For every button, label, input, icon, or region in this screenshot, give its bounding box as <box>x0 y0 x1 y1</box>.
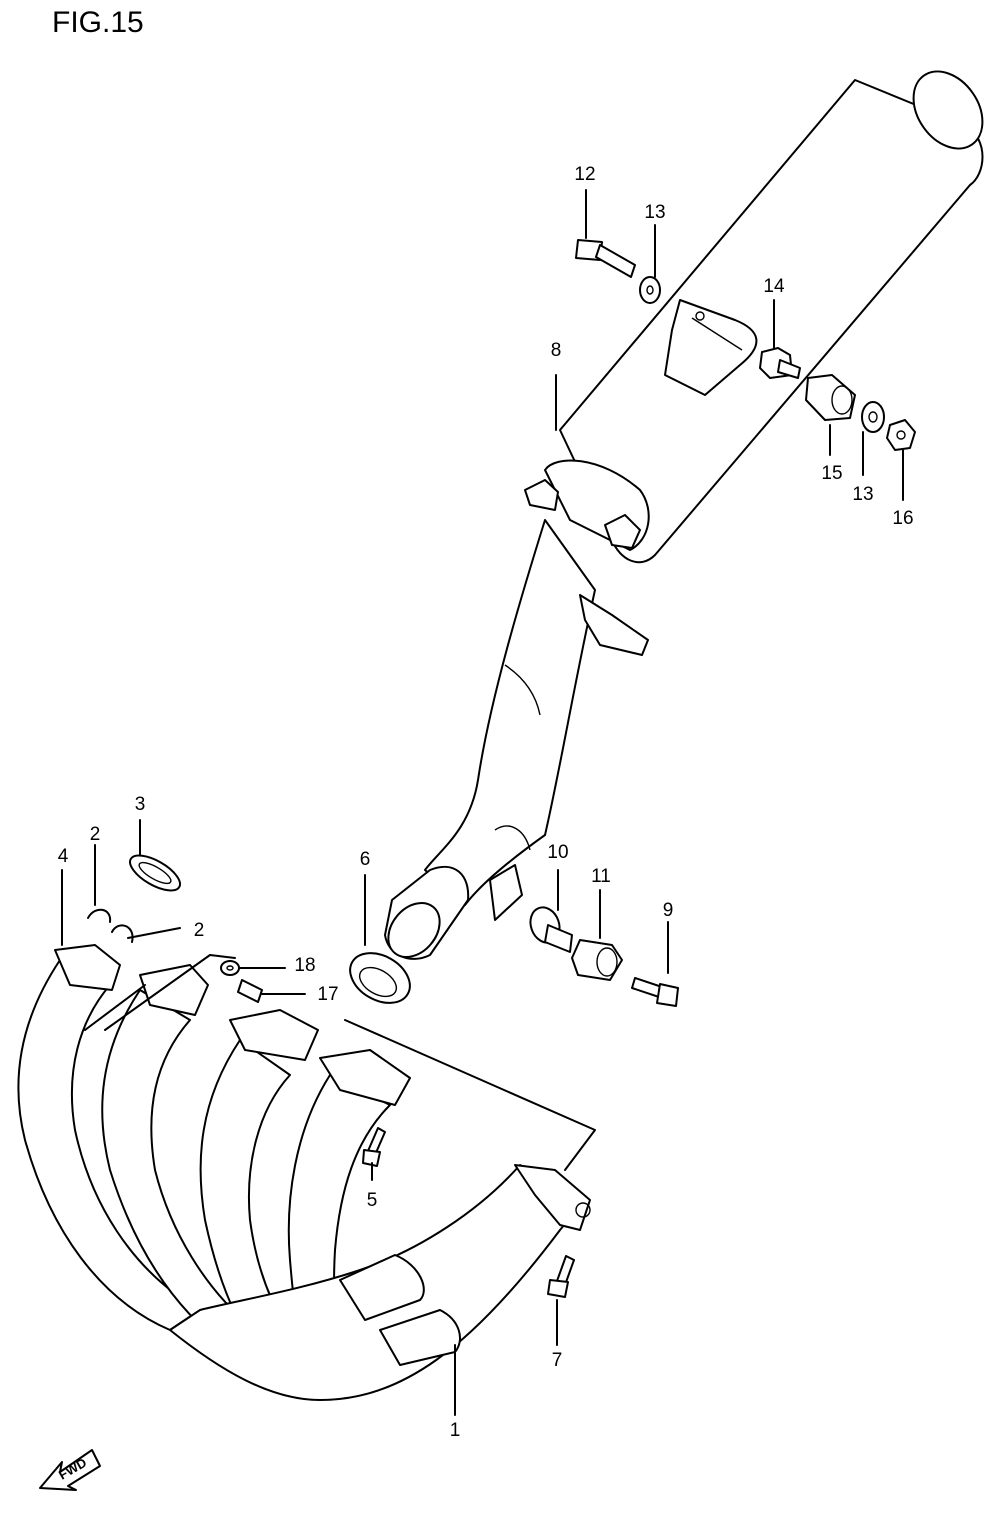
callout-9: 9 <box>663 900 674 921</box>
washer-13a[interactable] <box>639 276 661 304</box>
callout-14: 14 <box>763 276 785 297</box>
retainer-clip-2[interactable] <box>87 908 134 943</box>
callout-3: 3 <box>135 794 146 815</box>
fwd-arrow-badge: FWD <box>39 1449 101 1491</box>
bolt-17[interactable] <box>237 979 263 1003</box>
callout-4: 4 <box>58 846 69 867</box>
callout-13-upper: 13 <box>644 202 665 223</box>
muffler[interactable] <box>524 58 997 564</box>
callout-10: 10 <box>547 842 568 863</box>
callout-labels: 1 2 2 3 4 5 6 7 8 9 10 11 12 13 13 14 15… <box>58 164 914 1441</box>
callout-12: 12 <box>574 164 595 185</box>
collar-10[interactable] <box>526 903 573 953</box>
cushion-15[interactable] <box>805 374 856 421</box>
washer-18[interactable] <box>220 960 240 976</box>
washer-13b[interactable] <box>861 401 885 433</box>
leader-lines <box>61 189 904 1416</box>
callout-17: 17 <box>317 984 338 1005</box>
gasket-6[interactable] <box>341 943 418 1013</box>
collar-14[interactable] <box>759 347 801 379</box>
bolt-5[interactable] <box>362 1127 386 1167</box>
callout-16: 16 <box>892 508 913 529</box>
callout-7: 7 <box>552 1350 563 1371</box>
callout-2-upper: 2 <box>90 824 101 845</box>
bolt-9[interactable] <box>631 977 679 1007</box>
connecting-pipe[interactable] <box>378 519 649 967</box>
callout-8: 8 <box>551 340 562 361</box>
callout-2-lower: 2 <box>194 920 205 941</box>
callout-5: 5 <box>367 1190 378 1211</box>
bolt-7[interactable] <box>547 1255 575 1298</box>
callout-11: 11 <box>591 866 611 887</box>
bolt-12[interactable] <box>575 239 636 278</box>
exhaust-header-pipes[interactable] <box>17 944 591 1401</box>
callout-1: 1 <box>450 1420 461 1441</box>
cushion-11[interactable] <box>571 939 623 981</box>
nut-16[interactable] <box>886 419 916 451</box>
figure-title: FIG.15 <box>52 6 144 39</box>
callout-6: 6 <box>360 849 371 870</box>
callout-13-lower: 13 <box>852 484 873 505</box>
callout-18: 18 <box>294 955 315 976</box>
callout-15: 15 <box>821 463 842 484</box>
gasket-3[interactable] <box>125 849 185 898</box>
